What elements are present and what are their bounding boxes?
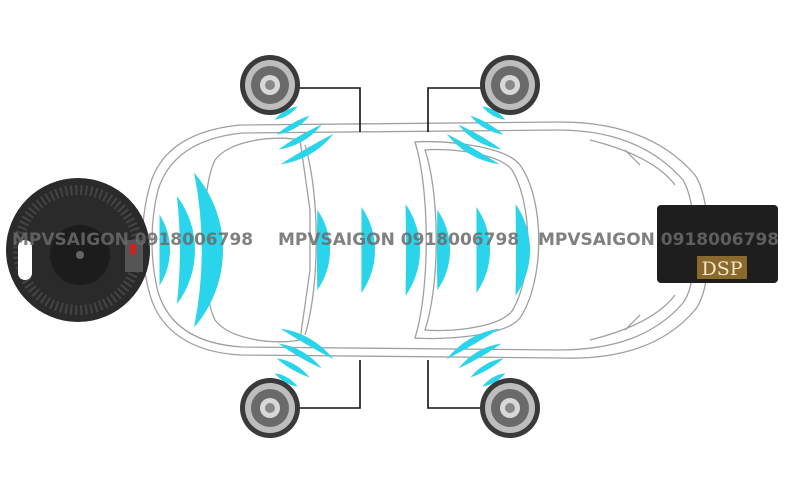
sound-wave-arc bbox=[276, 358, 310, 378]
sound-wave-arc bbox=[470, 115, 504, 135]
sound-wave-arc bbox=[361, 206, 375, 294]
speaker-front-left bbox=[240, 55, 300, 115]
sound-wave-arc bbox=[446, 328, 500, 360]
sound-wave-arc bbox=[280, 133, 334, 165]
speaker-rear-left bbox=[240, 378, 300, 438]
sound-wave-arc bbox=[194, 172, 224, 328]
sound-wave-arc bbox=[515, 204, 530, 296]
sound-wave-arc bbox=[446, 133, 500, 165]
watermark-text: MPVSAIGON 0918006798 bbox=[278, 230, 519, 250]
sound-wave-arc bbox=[436, 209, 450, 291]
sound-wave-arc bbox=[316, 209, 331, 291]
car-outline bbox=[141, 121, 710, 359]
sound-wave-arc bbox=[280, 328, 334, 360]
sound-wave-arc bbox=[482, 373, 506, 387]
sound-wave-arc bbox=[278, 124, 322, 150]
sound-wave-arc bbox=[274, 373, 298, 387]
sound-wave-arc bbox=[470, 358, 504, 378]
sound-wave-arc bbox=[482, 106, 506, 120]
speaker-wires bbox=[298, 87, 482, 409]
watermark-text: MPVSAIGON 0918006798 bbox=[538, 230, 779, 250]
sound-wave-arc bbox=[278, 343, 322, 369]
dsp-unit: DSP bbox=[657, 205, 778, 283]
sound-wave-arc bbox=[405, 204, 420, 296]
sound-wave-arc bbox=[276, 115, 310, 135]
sound-waves bbox=[125, 106, 530, 387]
sound-wave-arc bbox=[458, 343, 502, 369]
speaker-rear-right bbox=[480, 378, 540, 438]
dsp-label: DSP bbox=[701, 258, 742, 280]
sound-wave-arc bbox=[176, 195, 196, 305]
sound-wave-arc bbox=[159, 214, 170, 286]
sound-wave-arc bbox=[274, 106, 298, 120]
sound-wave-arc bbox=[458, 124, 502, 150]
watermark-text: MPVSAIGON 0918006798 bbox=[12, 230, 253, 250]
sound-wave-arc bbox=[476, 206, 490, 294]
subwoofer bbox=[6, 178, 150, 322]
speaker-front-right bbox=[480, 55, 540, 115]
